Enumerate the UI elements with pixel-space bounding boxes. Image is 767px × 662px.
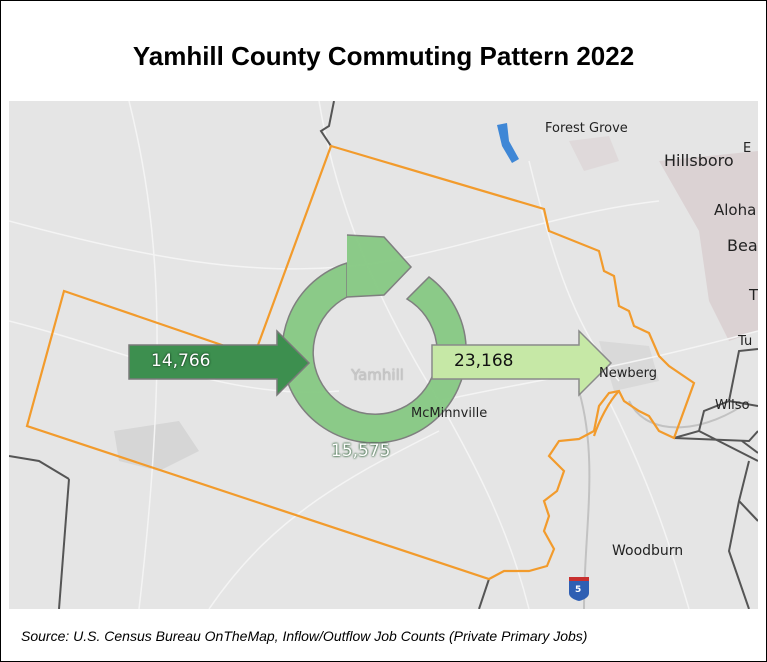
lake-shape [497,123,519,163]
place-hillsboro-e-partial: E [743,141,752,156]
interstate-number: 5 [575,585,582,595]
yamhill-county-boundary [25,144,696,581]
outflow-value: 23,168 [454,351,514,371]
place-tualatin-partial: Tu [738,334,753,349]
place-mcminnville: McMinnville [411,406,488,421]
place-forest-grove: Forest Grove [545,121,628,136]
inflow-arrow-shape [128,329,311,397]
place-beaverton-partial: Bea [727,236,758,255]
river-line [592,390,620,437]
map-area[interactable]: Forest Grove Hillsboro E Aloha Bea T Tu … [9,101,758,609]
place-newberg: Newberg [599,366,657,381]
place-aloha: Aloha [714,201,757,219]
place-woodburn: Woodburn [612,543,684,559]
place-tigard-partial: T [749,286,758,304]
highway [578,390,750,609]
interior-value: 15,575 [331,441,391,461]
interstate-shield [569,577,589,601]
place-wilsonville-partial: Wilso [715,398,750,413]
place-hillsboro: Hillsboro [664,151,734,170]
county-center-label: Yamhill [351,366,404,384]
source-note: Source: U.S. Census Bureau OnTheMap, Inf… [21,628,588,644]
county-lines [9,101,758,609]
map-title: Yamhill County Commuting Pattern 2022 [132,41,635,71]
map-canvas [9,101,758,609]
outflow-arrow-shape [431,329,613,397]
inflow-value: 14,766 [151,351,211,371]
urban-areas [114,136,758,471]
